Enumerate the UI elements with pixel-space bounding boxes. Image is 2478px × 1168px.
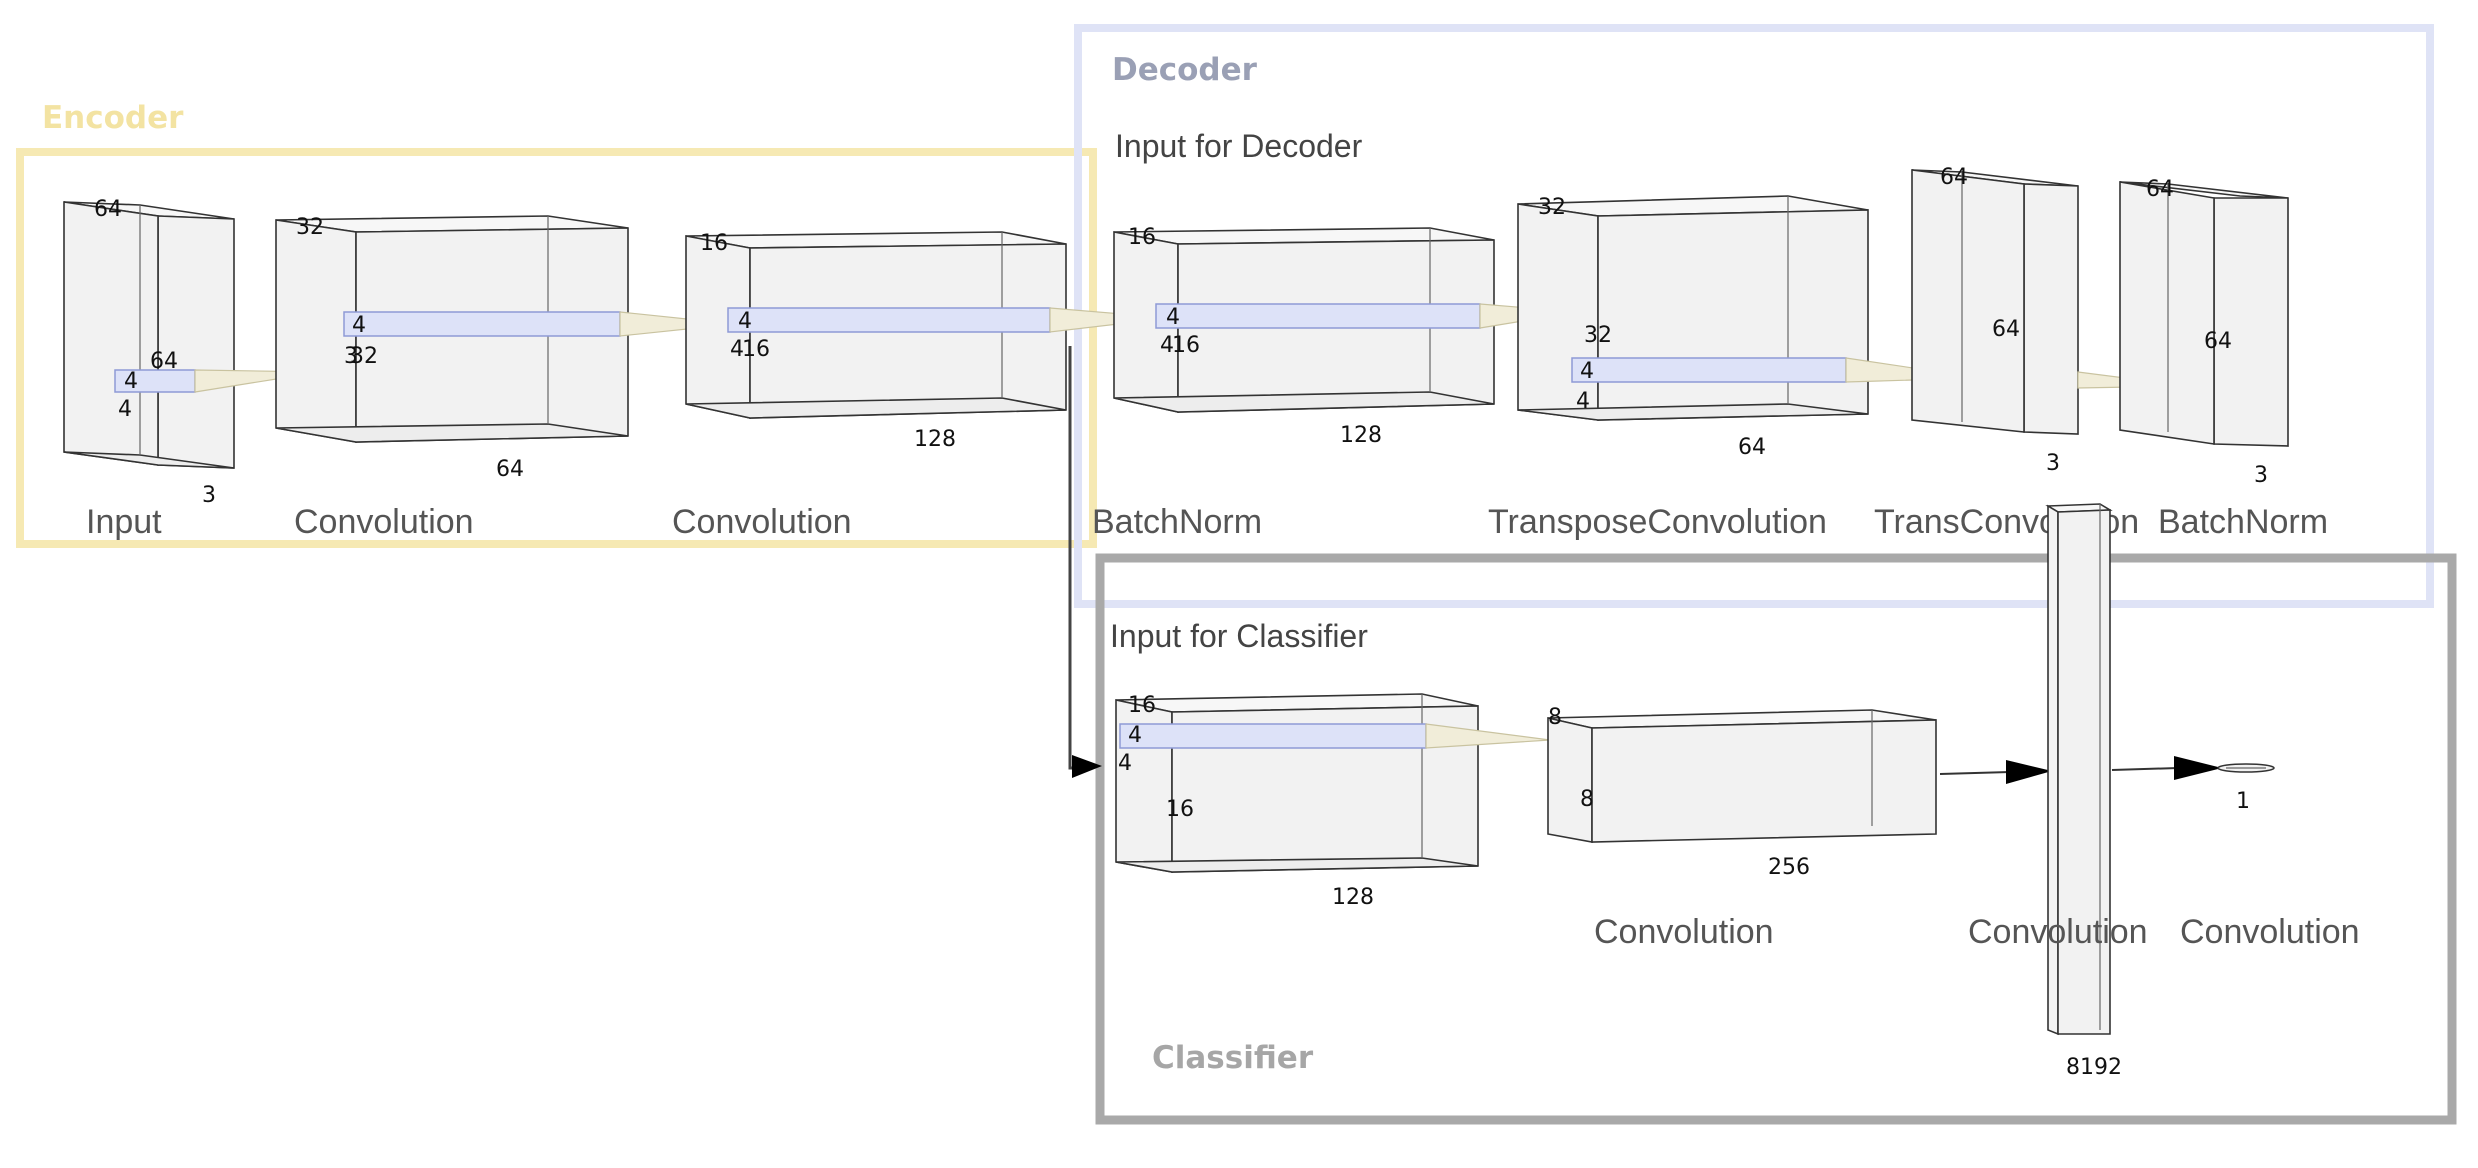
bn2-caption: BatchNorm	[2158, 503, 2328, 541]
bn1-dim-top: 16	[1128, 225, 1156, 250]
conv2-caption: Convolution	[672, 503, 852, 541]
tconv1-kernel-dim-3: 4	[1576, 389, 1590, 414]
bn1-layer-block	[1113, 227, 1579, 413]
conv1-layer-block	[275, 215, 736, 443]
conv2-dim-bottom: 128	[914, 427, 956, 452]
cin-connector	[1425, 723, 1551, 749]
conv2-layer-block	[685, 231, 1171, 419]
tconv1-kernel-dim-1: 32	[1584, 323, 1612, 348]
bn1-kernel	[1155, 303, 1481, 329]
input-layer-block	[63, 201, 321, 469]
cin-layer-block	[1115, 693, 1551, 873]
cconv2-caption: Convolution	[1968, 913, 2148, 951]
cconv3-layer-block	[2217, 763, 2275, 773]
tconv1-kernel	[1571, 357, 1847, 383]
conv2-kernel-dim-1: 4	[738, 309, 752, 334]
tconv1-caption: TransposeConvolution	[1488, 503, 1827, 541]
input-kernel-dim-2: 4	[124, 369, 138, 394]
cconv2-layer-block	[2045, 503, 2113, 1036]
bn1-kernel-dim-2: 4	[1160, 333, 1174, 358]
conv1-dim-top: 32	[296, 215, 324, 240]
decoder-title: Decoder	[1112, 52, 1258, 88]
conv1-caption: Convolution	[294, 503, 474, 541]
classifier-title: Classifier	[1152, 1040, 1314, 1076]
conv1-kernel	[343, 311, 621, 337]
cin-kernel-dim-1: 4	[1128, 723, 1142, 748]
tconv1-kernel-dim-2: 4	[1580, 359, 1594, 384]
cconv1-dim-top: 8	[1548, 705, 1562, 730]
conv2-dim-top: 16	[700, 231, 728, 256]
bn1-kernel-dim-1: 4	[1166, 305, 1180, 330]
tconv2-dim-top: 64	[1940, 165, 1968, 190]
bn1-dim-bottom: 128	[1340, 423, 1382, 448]
cconv1-layer-block	[1547, 709, 1937, 843]
classifier-input-subtitle: Input for Classifier	[1110, 618, 1368, 654]
bn1-kernel-dim-3: 16	[1172, 333, 1200, 358]
bn2-layer-block	[2119, 181, 2289, 447]
conv2-kernel	[727, 307, 1051, 333]
conv1-dim-bottom: 64	[496, 457, 524, 482]
bn2-dim-bottom: 3	[2254, 463, 2268, 488]
conv1-connector	[619, 311, 736, 337]
input-kernel-dim-3: 4	[118, 397, 132, 422]
cin-kernel	[1119, 723, 1427, 749]
cconv3-caption: Convolution	[2180, 913, 2360, 951]
tconv2-dim-bottom: 3	[2046, 451, 2060, 476]
tconv1-dim-top: 32	[1538, 195, 1566, 220]
cconv1-dim-mid: 8	[1580, 787, 1594, 812]
arrowhead-2	[2174, 756, 2222, 780]
cin-dim-mid: 16	[1166, 797, 1194, 822]
cin-dim-top: 16	[1128, 693, 1156, 718]
arrow-line-2	[2111, 767, 2179, 771]
tconv1-layer-block	[1517, 195, 1981, 421]
arrowhead-1	[2006, 760, 2052, 784]
bn2-dim-mid: 64	[2204, 329, 2232, 354]
cconv2-dim: 8192	[2066, 1055, 2122, 1080]
input-kernel-dim-1: 64	[150, 349, 178, 374]
cconv3-dim: 1	[2236, 789, 2250, 814]
cin-dim-bottom: 128	[1332, 885, 1374, 910]
bn1-caption: BatchNorm	[1092, 503, 1262, 541]
cin-kernel-dim-2: 4	[1118, 751, 1132, 776]
cconv1-dim-bottom: 256	[1768, 855, 1810, 880]
conv1-kernel-dim-1: 4	[352, 313, 366, 338]
decoder-input-subtitle: Input for Decoder	[1115, 128, 1363, 164]
conv2-kernel-dim-3: 16	[742, 337, 770, 362]
cconv1-caption: Convolution	[1594, 913, 1774, 951]
branch-arrowhead	[1072, 755, 1102, 778]
arrow-line-1	[1939, 771, 2011, 775]
encoder-frame	[16, 148, 1097, 548]
conv2-kernel-dim-2: 4	[730, 337, 744, 362]
encoder-title: Encoder	[42, 100, 184, 136]
input-dim-bottom: 3	[202, 483, 216, 508]
tconv1-dim-bottom: 64	[1738, 435, 1766, 460]
bn2-dim-top: 64	[2146, 177, 2174, 202]
conv1-kernel-dim-2: 3	[344, 344, 358, 369]
conv1-kernel-dim-3: 32	[350, 344, 378, 369]
input-caption: Input	[86, 503, 162, 541]
classifier-frame	[1095, 553, 2457, 1125]
conv2-connector	[1049, 307, 1171, 333]
input-dim-top: 64	[94, 197, 122, 222]
tconv2-dim-mid: 64	[1992, 317, 2020, 342]
